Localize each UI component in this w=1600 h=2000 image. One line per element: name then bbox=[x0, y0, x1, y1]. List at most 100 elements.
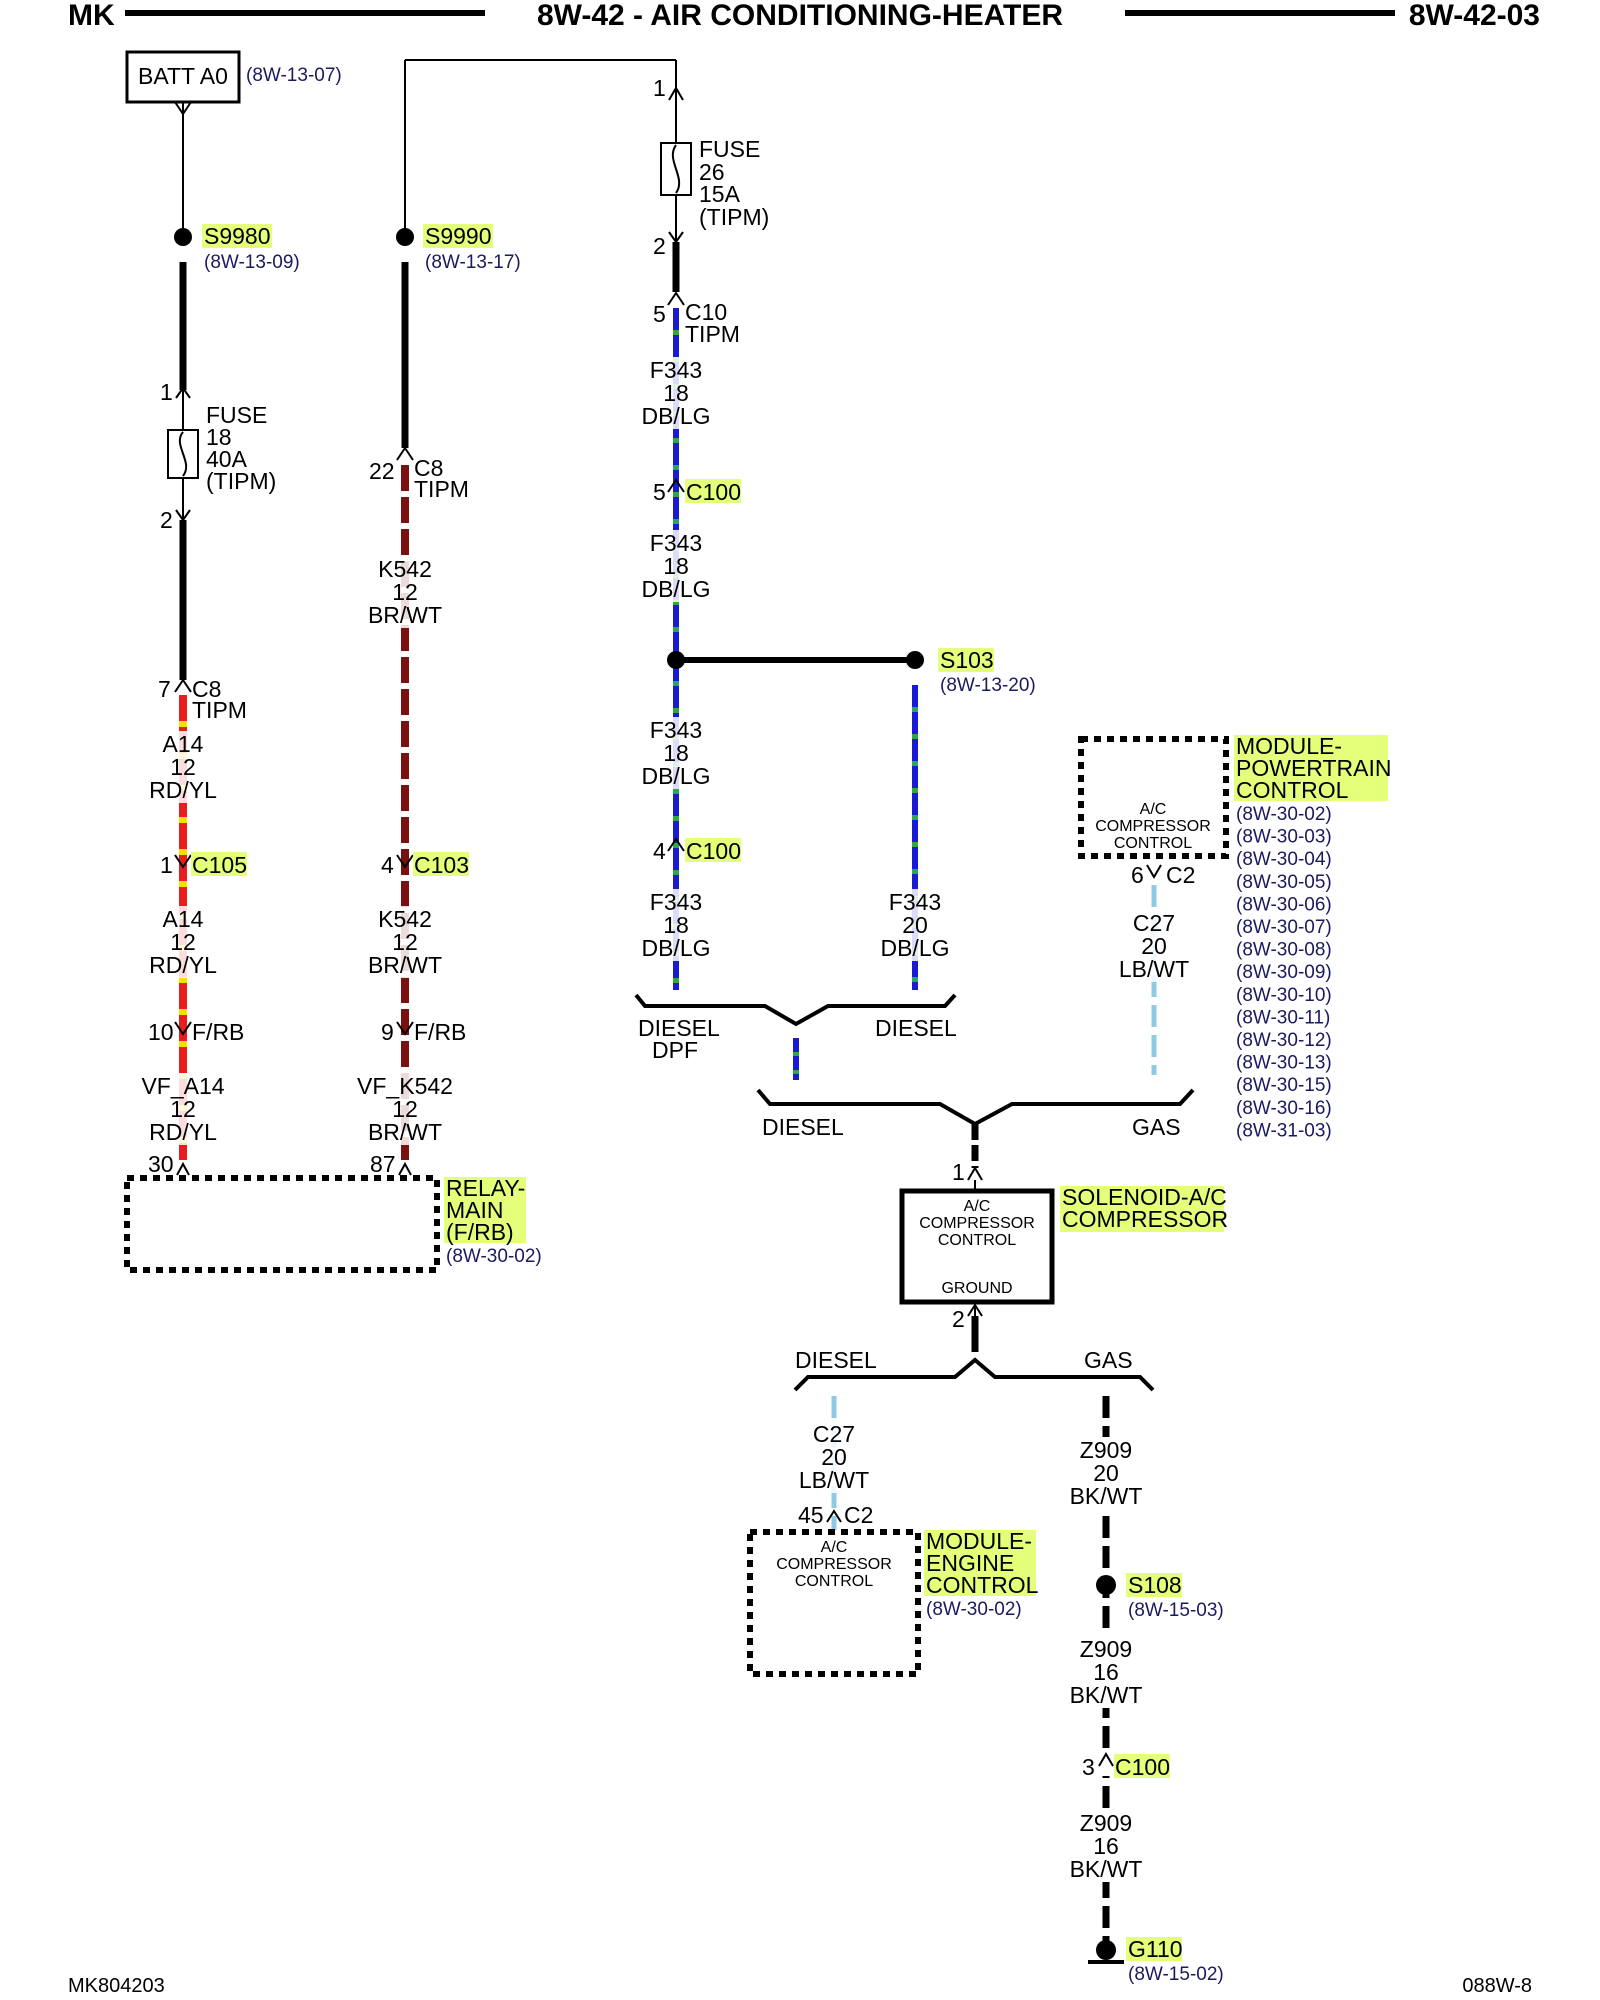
c10-location: TIPM bbox=[685, 321, 740, 347]
relay-pin-30-mark bbox=[176, 1161, 190, 1176]
w-vfa14-bg bbox=[140, 1073, 226, 1145]
option-diesel-dpf-2: DPF bbox=[652, 1037, 698, 1063]
wire-a14-1-gauge: 12 bbox=[170, 754, 196, 780]
pcm-name-1: MODULE- bbox=[1236, 733, 1342, 759]
ground-g110-highlight bbox=[1126, 1937, 1182, 1961]
c105-highlight bbox=[191, 852, 247, 876]
fuse26-pin-bot: 2 bbox=[653, 233, 666, 259]
pcm-ref-item: (8W-30-12) bbox=[1236, 1030, 1332, 1051]
wire-k542-2-color: BR/WT bbox=[368, 952, 442, 978]
pcm-pin-mark bbox=[1146, 864, 1162, 879]
ecm-name-3: CONTROL bbox=[926, 1572, 1039, 1598]
solenoid-pin-bot-mark bbox=[967, 1303, 983, 1317]
wire-z909-2-code: Z909 bbox=[1080, 1636, 1132, 1662]
fuse26-pin-top: 1 bbox=[653, 75, 666, 101]
wire-c27-pcm-code: C27 bbox=[1133, 910, 1175, 936]
ecm-pin-mark bbox=[826, 1509, 842, 1523]
wire-f343-2-code: F343 bbox=[650, 530, 702, 556]
c8-a-location: TIPM bbox=[192, 697, 247, 723]
wire-z909-3-code: Z909 bbox=[1080, 1810, 1132, 1836]
pcm-ref-item: (8W-30-03) bbox=[1236, 827, 1332, 848]
wire-f343-3-color: DB/LG bbox=[641, 763, 710, 789]
pcm-name-2: POWERTRAIN bbox=[1236, 755, 1391, 781]
wire-c27-pcm-gauge: 20 bbox=[1141, 933, 1167, 959]
pcm-ref-item: (8W-30-08) bbox=[1236, 940, 1332, 961]
merge1-diesel: DIESEL bbox=[762, 1114, 844, 1140]
solenoid-name-2: COMPRESSOR bbox=[1062, 1206, 1228, 1232]
solenoid-name-1: SOLENOID-A/C bbox=[1062, 1184, 1227, 1210]
w-vfk542-bg bbox=[352, 1073, 458, 1145]
fuse26-label: FUSE bbox=[699, 136, 760, 162]
c8-a-pin: 7 bbox=[158, 676, 171, 702]
c100-c-highlight bbox=[1114, 1754, 1170, 1778]
wire-a14-1-code: A14 bbox=[163, 731, 204, 757]
wire-c27-ecm-gauge: 20 bbox=[821, 1444, 847, 1470]
c100-b-pin: 4 bbox=[653, 838, 666, 864]
pcm-inner-3: CONTROL bbox=[1114, 835, 1192, 852]
c100-c-name: C100 bbox=[1115, 1754, 1170, 1780]
fuse18-pin-top: 1 bbox=[160, 379, 173, 405]
c103-pin: 4 bbox=[381, 852, 394, 878]
c100-a-highlight bbox=[685, 479, 741, 503]
w-k542-1-bg bbox=[367, 556, 443, 628]
fuse18-top-mark bbox=[175, 386, 191, 399]
pcm-highlight bbox=[1234, 735, 1388, 801]
relay-pin-87: 87 bbox=[370, 1151, 396, 1177]
header-title: 8W-42 - AIR CONDITIONING-HEATER bbox=[537, 0, 1063, 32]
fuse18-pin-bot: 2 bbox=[160, 507, 173, 533]
ecm-ref: (8W-30-02) bbox=[926, 1599, 1022, 1620]
fuse26-amp: 15A bbox=[699, 181, 741, 207]
batt-a0-box bbox=[125, 50, 241, 104]
c105-mark bbox=[174, 854, 192, 869]
w-f343-3-bg bbox=[638, 717, 714, 789]
ecm-inner-2: COMPRESSOR bbox=[776, 1556, 892, 1573]
wire-c27-pcm-color: LB/WT bbox=[1119, 956, 1189, 982]
c10-name: C10 bbox=[685, 299, 727, 325]
wire-f343-3-gauge: 18 bbox=[663, 740, 689, 766]
c8-b-pin: 22 bbox=[369, 458, 395, 484]
fuse18-number: 18 bbox=[206, 424, 232, 450]
c105-name: C105 bbox=[192, 852, 247, 878]
wire-f343-1-color: DB/LG bbox=[641, 403, 710, 429]
pcm-ref-item: (8W-30-05) bbox=[1236, 872, 1332, 893]
c100-b-mark bbox=[667, 837, 685, 852]
wire-f343-4-gauge: 18 bbox=[663, 912, 689, 938]
ecm-inner-3: CONTROL bbox=[795, 1573, 873, 1590]
solenoid-highlight bbox=[1060, 1186, 1224, 1232]
relay-main-name-1: RELAY- bbox=[446, 1175, 525, 1201]
c103-highlight bbox=[413, 852, 469, 876]
batt-a0-label: BATT A0 bbox=[138, 63, 228, 89]
splice-s108-highlight bbox=[1126, 1573, 1182, 1597]
c100-a-pin: 5 bbox=[653, 479, 666, 505]
wire-f343-5-gauge: 20 bbox=[902, 912, 928, 938]
option-diesel-dpf-1: DIESEL bbox=[638, 1015, 720, 1041]
wire-z909-2-color: BK/WT bbox=[1070, 1682, 1143, 1708]
fuse18-location: (TIPM) bbox=[206, 468, 276, 494]
relay-pin-87-mark bbox=[398, 1161, 412, 1176]
wire-a14-1-color: RD/YL bbox=[149, 777, 217, 803]
wire-z909-1-code: Z909 bbox=[1080, 1437, 1132, 1463]
solenoid-box bbox=[899, 1188, 1055, 1305]
relay-main-box bbox=[124, 1175, 440, 1273]
frb-b-mark bbox=[396, 1021, 414, 1036]
w-f343-5-bg bbox=[877, 889, 953, 961]
wire-f343-3-code: F343 bbox=[650, 717, 702, 743]
wire-vfk542-color: BR/WT bbox=[368, 1119, 442, 1145]
wire-z909-2-gauge: 16 bbox=[1093, 1659, 1119, 1685]
w-z909-3-bg bbox=[1068, 1810, 1144, 1882]
w-c27-ecm-bg bbox=[796, 1421, 872, 1493]
wire-f343-1-gauge: 18 bbox=[663, 380, 689, 406]
pcm-ref-item: (8W-30-07) bbox=[1236, 917, 1332, 938]
splice-s9990-highlight bbox=[423, 224, 493, 248]
footer-left: MK804203 bbox=[68, 1975, 165, 1997]
ground-g110-ref: (8W-15-02) bbox=[1128, 1964, 1224, 1985]
pcm-conn: C2 bbox=[1166, 862, 1195, 888]
splice-s103-label: S103 bbox=[940, 647, 994, 673]
wire-vfk542-gauge: 12 bbox=[392, 1096, 418, 1122]
splice-s9980-dot bbox=[174, 228, 192, 246]
wire-z909-1-color: BK/WT bbox=[1070, 1483, 1143, 1509]
splice-s9990-dot bbox=[396, 228, 414, 246]
wire-f343-2-gauge: 18 bbox=[663, 553, 689, 579]
batt-a0-ref: (8W-13-07) bbox=[246, 65, 342, 86]
wire-a14-2-gauge: 12 bbox=[170, 929, 196, 955]
